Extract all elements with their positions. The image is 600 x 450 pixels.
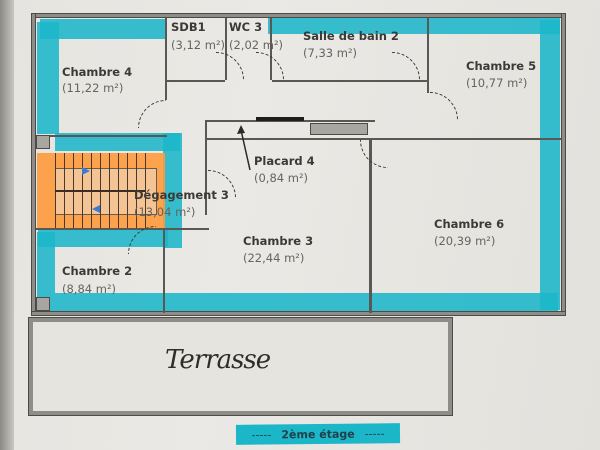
paper-edge-shadow <box>0 0 14 450</box>
room-area: (2,02 m²) <box>229 38 284 52</box>
room-name: Salle de bain 2 <box>303 29 399 43</box>
stair-divider <box>55 190 145 192</box>
level-decor-left: ----- <box>251 427 272 442</box>
stair-arrow-right-icon <box>82 167 90 175</box>
highlight-left-ch4 <box>37 22 59 134</box>
room-name: WC 3 <box>229 20 263 34</box>
room-name: Placard 4 <box>254 154 315 168</box>
room-name: Chambre 5 <box>466 59 537 73</box>
room-area: (10,77 m²) <box>466 76 528 90</box>
wall-placard-top <box>205 120 375 122</box>
room-area: (22,44 m²) <box>243 251 305 265</box>
wall-ch4-right <box>165 18 167 100</box>
wall-placard-bottom <box>205 138 430 140</box>
highlight-degagement-right <box>163 133 182 248</box>
level-tag: ----- 2ème étage ----- <box>235 423 401 445</box>
pillar <box>36 297 50 311</box>
placard-arrow-icon <box>237 125 251 171</box>
placard-door-bar <box>256 117 304 121</box>
wall-ch2-right <box>163 228 165 313</box>
room-area: (0,84 m²) <box>254 171 309 185</box>
wall-ch5-bottom <box>427 138 561 140</box>
highlight-ch4-bottom <box>55 133 180 151</box>
wall-ch3-ch6 <box>369 138 372 313</box>
room-area: (3,12 m²) <box>171 38 226 52</box>
room-area: (11,22 m²) <box>62 81 124 95</box>
room-name: SDB1 <box>171 20 206 34</box>
level-decor-right: ----- <box>364 426 385 441</box>
wall-sdb2-bottom <box>272 80 427 82</box>
room-area: (7,33 m²) <box>303 46 358 60</box>
pillar <box>36 135 50 149</box>
room-name: Chambre 4 <box>62 65 133 79</box>
outer-wall-top <box>31 13 566 18</box>
outer-wall-left <box>31 13 36 313</box>
room-name: Dégagement 3 <box>134 188 229 202</box>
wall-ch4-bottom <box>36 135 167 137</box>
room-name: Chambre 2 <box>62 264 133 278</box>
wall-sdb1-wc3 <box>225 18 227 80</box>
stair-arrow-left-icon <box>92 205 100 213</box>
room-area: (13,04 m²) <box>134 205 196 219</box>
wall-ch3-left <box>205 120 207 215</box>
highlight-right <box>540 20 560 310</box>
outer-wall-right <box>561 13 566 315</box>
level-label: 2ème étage <box>281 427 355 441</box>
highlight-top-right <box>268 17 560 34</box>
room-name: Chambre 6 <box>434 217 505 231</box>
highlight-ch2-left <box>37 232 55 312</box>
stair-well <box>55 168 157 215</box>
duct-box <box>310 123 368 135</box>
wall-ch5-left <box>427 18 429 93</box>
wall-sdb-bottom <box>165 80 225 82</box>
highlight-top-left <box>40 19 165 39</box>
terrace-label: Terrasse <box>165 345 271 375</box>
wall-deg-step <box>165 228 209 230</box>
wall-wc3-sdb2 <box>270 18 272 80</box>
room-name: Chambre 3 <box>243 234 314 248</box>
room-area: (8,84 m²) <box>62 282 117 296</box>
stair-tread <box>145 153 147 228</box>
wall-ch2-top <box>36 228 166 230</box>
highlight-bottom <box>55 293 558 312</box>
terrace-outline[interactable] <box>28 317 453 416</box>
outer-wall-bottom <box>31 311 566 316</box>
room-area: (20,39 m²) <box>434 234 496 248</box>
